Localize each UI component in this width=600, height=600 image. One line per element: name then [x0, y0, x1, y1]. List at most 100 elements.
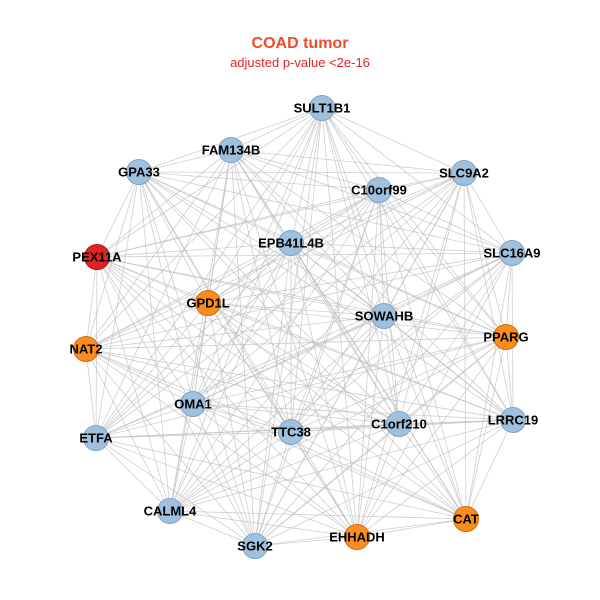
network-node-SGK2	[242, 533, 268, 559]
network-edge	[95, 437, 171, 512]
node-label-SLC9A2: SLC9A2	[439, 166, 489, 181]
network-edge	[169, 315, 385, 512]
node-label-EPB41L4B: EPB41L4B	[258, 236, 324, 251]
network-edge	[95, 171, 140, 439]
network-edge	[290, 431, 467, 520]
network-edge	[465, 419, 514, 520]
network-edge	[192, 403, 292, 433]
network-edge	[356, 419, 514, 538]
network-edge	[398, 172, 465, 425]
node-label-SGK2: SGK2	[237, 539, 272, 554]
network-edge	[378, 189, 513, 254]
network-node-TTC38	[278, 419, 304, 445]
network-edge	[230, 149, 507, 338]
network-edge	[95, 336, 507, 439]
network-edge	[96, 256, 507, 338]
network-edge	[192, 403, 514, 421]
network-edge	[85, 348, 467, 520]
network-edge	[85, 315, 385, 350]
network-edge	[85, 336, 507, 350]
network-edge	[356, 172, 465, 538]
chart-subtitle: adjusted p-value <2e-16	[230, 55, 370, 70]
network-edge	[192, 403, 400, 425]
network-edge	[138, 171, 380, 191]
network-edge	[230, 149, 514, 421]
network-edge	[254, 252, 513, 547]
network-edge	[207, 302, 514, 421]
network-edge	[192, 172, 465, 405]
network-edge	[169, 510, 256, 547]
node-label-GPA33: GPA33	[118, 165, 160, 180]
node-label-SOWAHB: SOWAHB	[355, 309, 414, 324]
network-edge	[230, 107, 323, 151]
network-edge	[85, 149, 232, 350]
network-edge	[230, 149, 358, 538]
network-edge	[207, 252, 513, 304]
network-edge	[95, 252, 513, 439]
network-edge	[85, 252, 513, 350]
node-label-GPD1L: GPD1L	[186, 296, 229, 311]
network-edge	[169, 107, 323, 512]
network-edge	[96, 256, 292, 433]
network-edge	[207, 302, 507, 338]
network-edge	[465, 252, 513, 520]
network-edge	[505, 252, 513, 338]
network-edge	[95, 431, 292, 439]
node-label-C1orf210: C1orf210	[371, 417, 427, 432]
network-edge	[138, 171, 358, 538]
network-edge	[321, 107, 507, 338]
network-node-FAM134B	[218, 137, 244, 163]
network-edge	[96, 256, 400, 425]
network-edge	[138, 171, 292, 244]
network-node-NAT2	[73, 336, 99, 362]
network-edge	[138, 149, 232, 173]
network-edge	[356, 423, 400, 538]
network-edge	[207, 302, 385, 317]
network-edge	[85, 302, 209, 350]
network-edge	[96, 256, 256, 547]
network-node-C10orf99	[366, 177, 392, 203]
network-edge	[290, 189, 380, 244]
network-node-GPD1L	[195, 290, 221, 316]
network-edge	[169, 336, 507, 512]
node-label-CALML4: CALML4	[144, 504, 197, 519]
network-node-CALML4	[157, 498, 183, 524]
network-edge	[254, 536, 358, 547]
network-edge	[169, 510, 467, 520]
chart-title: COAD tumor	[252, 35, 349, 52]
network-edge	[192, 242, 292, 405]
node-label-EHHADH: EHHADH	[329, 530, 385, 545]
network-edge	[321, 107, 380, 191]
network-edge	[96, 256, 171, 512]
network-edge	[254, 315, 385, 547]
network-node-C1orf210	[386, 411, 412, 437]
network-edge	[96, 172, 465, 258]
network-edge	[96, 149, 232, 258]
network-edge	[138, 171, 400, 425]
network-edge	[138, 171, 513, 254]
network-edge	[230, 149, 400, 425]
network-edge	[85, 348, 171, 512]
network-edge	[321, 107, 514, 421]
network-edge	[192, 403, 256, 547]
network-edge	[96, 256, 385, 317]
node-label-FAM134B: FAM134B	[202, 143, 261, 158]
network-node-GPA33	[126, 159, 152, 185]
network-edge	[96, 256, 467, 520]
network-edge	[290, 315, 385, 433]
network-edge	[378, 189, 507, 338]
network-edge	[290, 242, 507, 338]
network-edge	[85, 189, 380, 350]
network-edge	[230, 149, 380, 191]
network-edge	[95, 242, 292, 439]
network-edge	[169, 431, 292, 512]
network-edge	[207, 172, 465, 304]
network-edge	[192, 403, 358, 538]
nodes-layer	[73, 95, 526, 559]
network-node-PPARG	[493, 324, 519, 350]
network-edge	[321, 107, 465, 174]
node-label-TTC38: TTC38	[271, 425, 311, 440]
network-edge	[85, 242, 292, 350]
network-node-ETFA	[83, 425, 109, 451]
